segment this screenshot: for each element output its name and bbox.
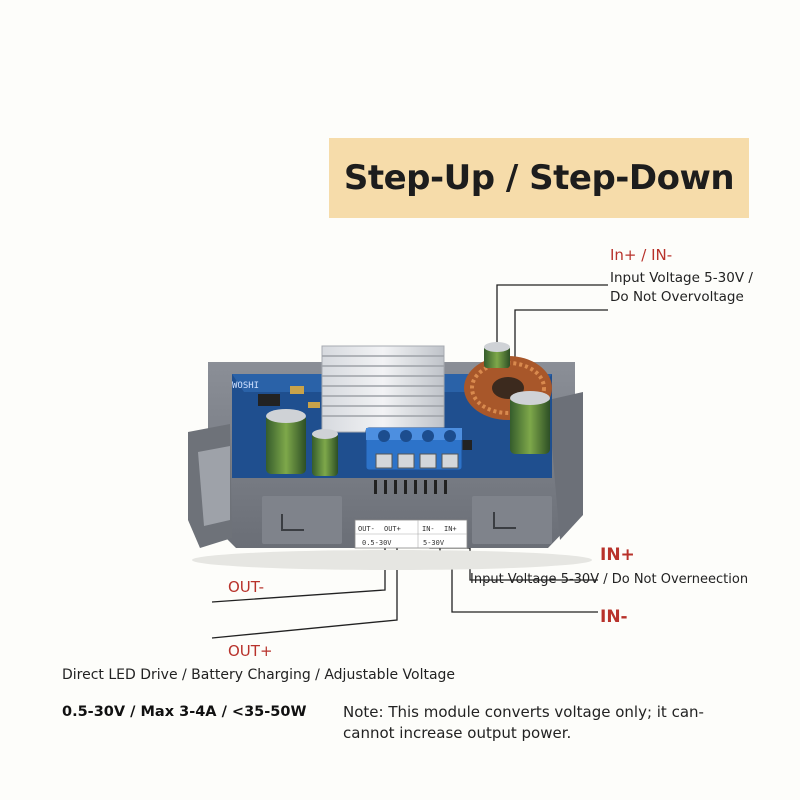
input-voltage-note-right: Input Voltage 5-30V / Do Not Overneectio…: [470, 572, 749, 587]
label-in-minus: IN-: [600, 607, 628, 627]
specs-line: 0.5-30V / Max 3-4A / <35-50W: [62, 704, 307, 720]
input-voltage-note-line2: Do Not Overvoltage: [610, 289, 744, 305]
label-out-minus: OUT-: [228, 578, 264, 596]
power-note: Note: This module converts voltage only;…: [343, 703, 704, 742]
input-voltage-note-line1: Input Voltage 5-30V /: [610, 270, 753, 286]
sticker-in-range: 5-30V: [423, 539, 445, 547]
sticker-out-minus: OUT-: [358, 525, 375, 533]
leader-line-top-2: [514, 309, 608, 360]
label-in-plus: IN+: [600, 545, 635, 565]
sticker-out-range: 0.5-30V: [362, 539, 392, 547]
label-out-plus: OUT+: [228, 642, 273, 660]
capacitor-left-small: [312, 429, 338, 476]
terminal-label-sticker: OUT- OUT+ IN- IN+ 0.5-30V 5-30V: [354, 519, 468, 549]
pcb-silkscreen: WOSHI: [232, 381, 259, 391]
terminal-block: [365, 427, 463, 471]
label-in-top: In+ / IN-: [610, 246, 673, 264]
sticker-in-plus: IN+: [444, 525, 457, 533]
title-banner: Step-Up / Step-Down: [329, 138, 749, 218]
capacitor-right: [510, 391, 550, 454]
sticker-out-plus: OUT+: [384, 525, 401, 533]
page-title: Step-Up / Step-Down: [343, 158, 735, 198]
heat-sink: [321, 345, 445, 433]
uses-line: Direct LED Drive / Battery Charging / Ad…: [62, 667, 456, 683]
capacitor-top: [484, 342, 510, 368]
leader-line-top-1: [496, 284, 608, 360]
sticker-in-minus: IN-: [422, 525, 435, 533]
capacitor-left-large: [266, 409, 306, 474]
